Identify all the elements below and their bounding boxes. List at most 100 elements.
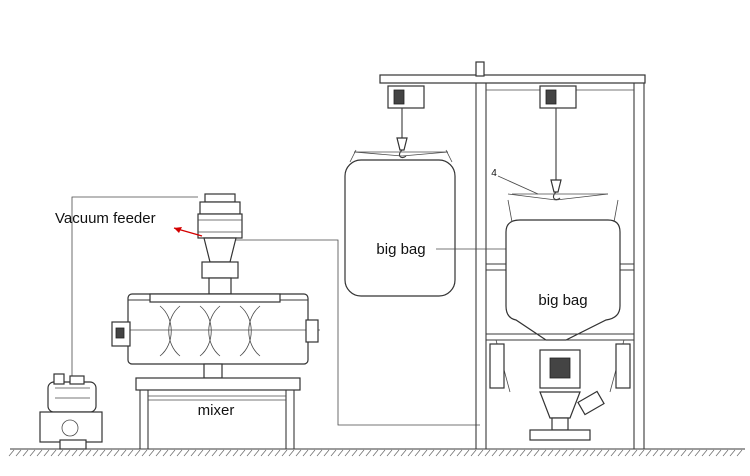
- hatch-mark: [36, 449, 43, 457]
- pump-wheel: [61, 419, 79, 437]
- vacuum-pipe: [71, 196, 480, 426]
- pump-motor: [47, 381, 97, 413]
- hatch-mark: [519, 449, 526, 457]
- lift-slings-left: [353, 151, 449, 157]
- feeder-top-cap: [204, 193, 236, 203]
- hatch-mark: [526, 449, 533, 457]
- hatch-mark: [708, 449, 715, 457]
- pump-cap: [53, 373, 65, 385]
- callout-leader: [497, 175, 539, 195]
- hoist-right-hook: [552, 191, 561, 201]
- pipe-to-feeder: [71, 196, 198, 378]
- mixer-discharge-valve: [203, 363, 223, 379]
- hatch-mark: [736, 449, 743, 457]
- hoist-left-trolley: [387, 85, 425, 109]
- ground: [8, 448, 745, 457]
- mixer-motor-block: [115, 327, 125, 339]
- hatch-mark: [421, 449, 428, 457]
- hatch-mark: [218, 449, 225, 457]
- ribbon-arc: [248, 305, 261, 357]
- hatch-mark: [29, 449, 36, 457]
- hatch-mark: [15, 449, 22, 457]
- hatch-mark: [211, 449, 218, 457]
- hatch-mark: [204, 449, 211, 457]
- hatch-mark: [505, 449, 512, 457]
- hatch-mark: [148, 449, 155, 457]
- hatch-mark: [330, 449, 337, 457]
- hatch-mark: [666, 449, 673, 457]
- feeder-lid: [199, 201, 241, 215]
- hatch-mark: [701, 449, 708, 457]
- hatch-mark: [442, 449, 449, 457]
- hatch-mark: [8, 449, 15, 457]
- mixer-trough: [127, 293, 309, 365]
- hatch-mark: [176, 449, 183, 457]
- hatch-mark: [372, 449, 379, 457]
- hatch-mark: [477, 449, 484, 457]
- hatch-mark: [141, 449, 148, 457]
- big-bag-right-unit: 4 big bag: [491, 168, 621, 341]
- hatch-mark: [323, 449, 330, 457]
- hatch-mark: [225, 449, 232, 457]
- hatch-mark: [134, 449, 141, 457]
- hatch-mark: [680, 449, 687, 457]
- hatch-mark: [232, 449, 239, 457]
- hatch-mark: [127, 449, 134, 457]
- ribbon-arc: [239, 305, 252, 357]
- vacuum-feeder-pointer: [173, 227, 203, 237]
- ground-hatching: [8, 449, 743, 457]
- hatch-mark: [120, 449, 127, 457]
- hatch-mark: [659, 449, 666, 457]
- hatch-mark: [533, 449, 540, 457]
- callout-number: 4: [491, 168, 497, 179]
- hatch-mark: [561, 449, 568, 457]
- hatch-mark: [295, 449, 302, 457]
- hatch-mark: [729, 449, 736, 457]
- hatch-mark: [344, 449, 351, 457]
- feeder-discharge: [201, 261, 239, 279]
- hatch-mark: [414, 449, 421, 457]
- hoist-left: [387, 85, 425, 159]
- ribbon-arc: [208, 305, 221, 357]
- hatch-mark: [64, 449, 71, 457]
- hatch-mark: [71, 449, 78, 457]
- hatch-mark: [309, 449, 316, 457]
- hatch-mark: [624, 449, 631, 457]
- feeder-neck: [208, 277, 232, 295]
- hatch-mark: [169, 449, 176, 457]
- hatch-mark: [365, 449, 372, 457]
- vacuum-pump: [39, 373, 103, 450]
- hatch-mark: [155, 449, 162, 457]
- station-actuator-left: [489, 343, 505, 389]
- hatch-mark: [547, 449, 554, 457]
- vacuum-feeder: [197, 193, 243, 295]
- pump-foot: [59, 439, 87, 450]
- hatch-mark: [379, 449, 386, 457]
- hatch-mark: [197, 449, 204, 457]
- hatch-mark: [463, 449, 470, 457]
- lift-slings-right: [507, 193, 609, 201]
- hatch-mark: [337, 449, 344, 457]
- big-bag-right-label: big bag: [538, 292, 587, 309]
- vacuum-feeder-label: Vacuum feeder: [55, 210, 156, 227]
- station-actuator-right: [615, 343, 631, 389]
- ribbon-arc: [159, 305, 172, 357]
- hatch-mark: [358, 449, 365, 457]
- hatch-mark: [722, 449, 729, 457]
- hatch-mark: [449, 449, 456, 457]
- mixer-top-cover: [149, 293, 281, 303]
- hatch-mark: [50, 449, 57, 457]
- hatch-mark: [253, 449, 260, 457]
- ribbon-arc: [168, 305, 181, 357]
- hatch-mark: [575, 449, 582, 457]
- hatch-mark: [113, 449, 120, 457]
- hatch-mark: [617, 449, 624, 457]
- hatch-mark: [512, 449, 519, 457]
- hatch-mark: [484, 449, 491, 457]
- hatch-mark: [582, 449, 589, 457]
- hatch-mark: [92, 449, 99, 457]
- pump-base: [39, 411, 103, 443]
- hatch-mark: [673, 449, 680, 457]
